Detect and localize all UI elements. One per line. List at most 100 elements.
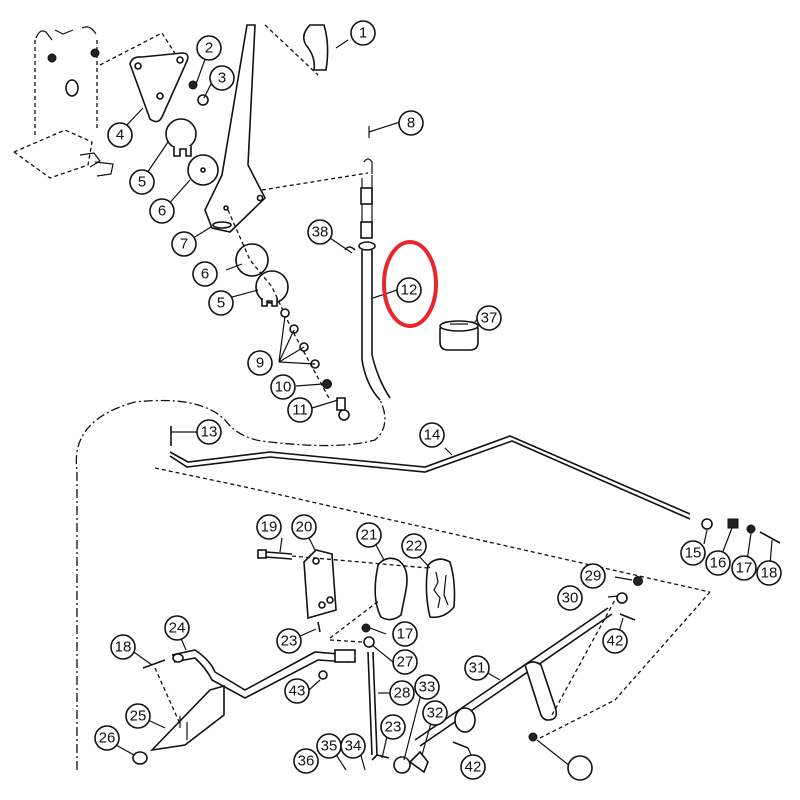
svg-text:30: 30	[562, 590, 579, 607]
cam-part-5-upper	[165, 118, 197, 150]
washer-part-2	[188, 80, 198, 90]
svg-text:14: 14	[424, 427, 441, 444]
svg-text:38: 38	[312, 224, 329, 241]
callout-18-lower: 18	[110, 634, 136, 660]
callout-43: 43	[284, 678, 310, 704]
callout-4: 4	[107, 122, 133, 148]
svg-text:42: 42	[465, 759, 482, 776]
callout-17-lower: 17	[392, 621, 418, 647]
svg-text:43: 43	[289, 683, 306, 700]
nut-part-17-right	[746, 524, 756, 534]
svg-text:26: 26	[99, 730, 116, 747]
callout-26: 26	[94, 725, 120, 751]
callout-19: 19	[256, 514, 282, 540]
highlight-ellipse	[382, 240, 438, 328]
callout-32: 32	[422, 700, 448, 726]
svg-text:6: 6	[158, 203, 166, 220]
callout-9: 9	[247, 350, 273, 376]
callout-25: 25	[125, 703, 151, 729]
svg-text:21: 21	[361, 527, 378, 544]
svg-text:36: 36	[298, 753, 315, 770]
svg-text:29: 29	[585, 568, 602, 585]
shaft-part-31	[414, 599, 616, 747]
svg-text:9: 9	[256, 355, 264, 372]
callout-42: 42	[602, 628, 628, 654]
pedal-rod-part-24	[142, 649, 356, 699]
svg-text:12: 12	[401, 282, 418, 299]
svg-text:10: 10	[275, 379, 292, 396]
washer-part-43	[318, 670, 328, 680]
washer-part-15	[701, 518, 713, 530]
callout-5: 5	[129, 169, 155, 195]
frame-outline	[75, 399, 386, 770]
svg-text:22: 22	[406, 538, 423, 555]
pad-part-22	[425, 558, 456, 619]
part-33	[393, 756, 411, 774]
callout-27: 27	[392, 649, 418, 675]
svg-text:37: 37	[481, 310, 498, 327]
svg-text:2: 2	[205, 40, 213, 57]
svg-text:19: 19	[261, 519, 278, 536]
callout-15: 15	[680, 540, 706, 566]
svg-text:7: 7	[180, 236, 188, 253]
pad-part-21	[374, 557, 408, 621]
washer-part-26	[132, 751, 148, 765]
washer-part-30	[616, 592, 628, 604]
svg-text:16: 16	[710, 555, 727, 572]
callout-10: 10	[270, 374, 296, 400]
lever-part-7	[204, 24, 266, 233]
callout-23-lower: 23	[380, 714, 406, 740]
callout-7: 7	[171, 231, 197, 257]
svg-text:1: 1	[359, 25, 367, 42]
pedal-part-25	[149, 684, 225, 752]
svg-text:31: 31	[469, 660, 486, 677]
svg-text:23: 23	[385, 719, 402, 736]
svg-text:23: 23	[281, 633, 298, 650]
callout-35: 35	[316, 733, 342, 759]
svg-text:33: 33	[419, 679, 436, 696]
svg-text:25: 25	[130, 708, 147, 725]
svg-text:6: 6	[201, 266, 209, 283]
callout-37: 37	[476, 305, 502, 331]
callout-1: 1	[350, 20, 376, 46]
callout-5-lower: 5	[208, 290, 234, 316]
svg-text:20: 20	[296, 519, 313, 536]
callout-28: 28	[389, 680, 415, 706]
callout-22: 22	[401, 533, 427, 559]
callout-3: 3	[209, 65, 235, 91]
callout-18: 18	[756, 560, 782, 586]
svg-text:5: 5	[138, 174, 146, 191]
bolt-part-3	[197, 94, 209, 106]
callout-11: 11	[287, 397, 313, 423]
callout-20: 20	[291, 514, 317, 540]
callout-29: 29	[580, 563, 606, 589]
svg-text:18: 18	[761, 565, 778, 582]
leader-lines	[115, 39, 773, 771]
svg-text:17: 17	[736, 560, 753, 577]
nut-part-16	[727, 518, 739, 529]
svg-text:24: 24	[169, 620, 186, 637]
callout-2: 2	[196, 35, 222, 61]
rod-part-28	[367, 651, 378, 761]
callout-23: 23	[276, 628, 302, 654]
callout-6-lower: 6	[192, 261, 218, 287]
seat-bracket-assembly	[12, 26, 177, 179]
callout-33: 33	[414, 674, 440, 700]
callout-6: 6	[149, 198, 175, 224]
svg-text:3: 3	[218, 70, 226, 87]
knob-part-1	[302, 24, 329, 71]
svg-text:5: 5	[217, 295, 225, 312]
callout-17: 17	[731, 555, 757, 581]
callout-12: 12	[396, 277, 422, 303]
svg-text:8: 8	[407, 115, 415, 132]
callout-21: 21	[356, 522, 382, 548]
crop-mask	[0, 775, 800, 800]
svg-text:13: 13	[201, 424, 218, 441]
block-part-37	[439, 320, 479, 351]
svg-text:4: 4	[116, 127, 124, 144]
callout-24: 24	[164, 615, 190, 641]
callout-13: 13	[196, 419, 222, 445]
callout-14: 14	[419, 422, 445, 448]
svg-text:32: 32	[427, 705, 444, 722]
